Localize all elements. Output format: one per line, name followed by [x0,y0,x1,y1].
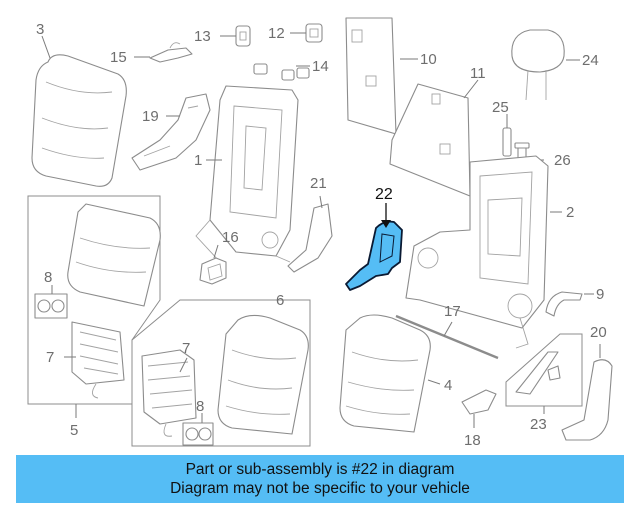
part-12-clip[interactable] [305,23,323,43]
banner-line-1: Part or sub-assembly is #22 in diagram [185,461,455,478]
callout-20: 20 [590,324,607,341]
callout-5: 5 [70,422,78,439]
seat-parts-diagram: 3 13 12 10 15 14 11 24 19 25 1 26 2 21 2… [27,17,613,449]
part-14-buttons[interactable] [253,63,310,81]
callout-14: 14 [312,58,329,75]
callout-26: 26 [554,152,571,169]
callout-15: 15 [110,49,127,66]
callout-17: 17 [444,303,461,320]
callout-12: 12 [268,25,285,42]
part-13-clip[interactable] [235,25,251,47]
part-2-seatback-frame-right[interactable] [405,155,549,349]
part-23-group-outline [505,333,583,407]
callout-8b: 8 [196,398,204,415]
callout-13: 13 [194,28,211,45]
callout-numbers: 3 13 12 10 15 14 11 24 19 25 1 26 2 21 2… [36,21,607,449]
callout-3: 3 [36,21,44,38]
part-21-side-cover[interactable] [287,203,333,273]
callout-22: 22 [375,186,393,203]
callout-6: 6 [276,292,284,309]
part-7-suspension-left[interactable] [71,321,125,399]
callout-16: 16 [222,229,239,246]
callout-24: 24 [582,52,599,69]
callout-9: 9 [596,286,604,303]
part-23-bracket[interactable] [515,351,561,395]
part-24-headrest[interactable] [511,29,565,101]
callout-11: 11 [470,65,486,82]
callout-2: 2 [566,204,574,221]
callout-7: 7 [46,349,54,366]
part-9-wire[interactable] [545,291,583,317]
part-22-highlighted-bracket[interactable] [345,220,403,291]
callout-19: 19 [142,108,159,125]
part-10-back-panel[interactable] [345,17,397,135]
part-20-side-trim[interactable] [561,359,613,441]
callout-8: 8 [44,269,52,286]
part-7-suspension-center[interactable] [141,349,197,437]
part-4-seat-cushion[interactable] [339,314,431,433]
seat-cushion-center[interactable] [217,314,309,435]
part-11-back-board[interactable] [389,83,471,197]
part-19-trim[interactable] [131,93,211,171]
callout-7b: 7 [182,340,190,357]
callout-21: 21 [310,175,327,192]
part-3-seatback-cushion[interactable] [31,54,127,187]
callout-18: 18 [464,432,481,449]
seatback-cushion-left[interactable] [67,203,161,307]
callout-1: 1 [194,152,202,169]
part-18-cover[interactable] [461,389,497,415]
part-8-grommets-center[interactable] [182,422,214,446]
part-1-seatback-frame[interactable] [195,85,299,263]
part-16-knob[interactable] [199,257,227,285]
part-8-grommets-left[interactable] [34,293,68,319]
callout-25: 25 [492,99,509,116]
info-banner: Part or sub-assembly is #22 in diagram D… [16,455,624,503]
callout-10: 10 [420,51,437,68]
part-25-bolt[interactable] [502,127,512,157]
callout-23: 23 [530,416,547,433]
part-15-cable[interactable] [149,42,193,63]
callout-4: 4 [444,377,452,394]
part-17-rod[interactable] [395,314,499,360]
banner-line-2: Diagram may not be specific to your vehi… [170,480,470,497]
part-6-group-outline [131,299,311,447]
